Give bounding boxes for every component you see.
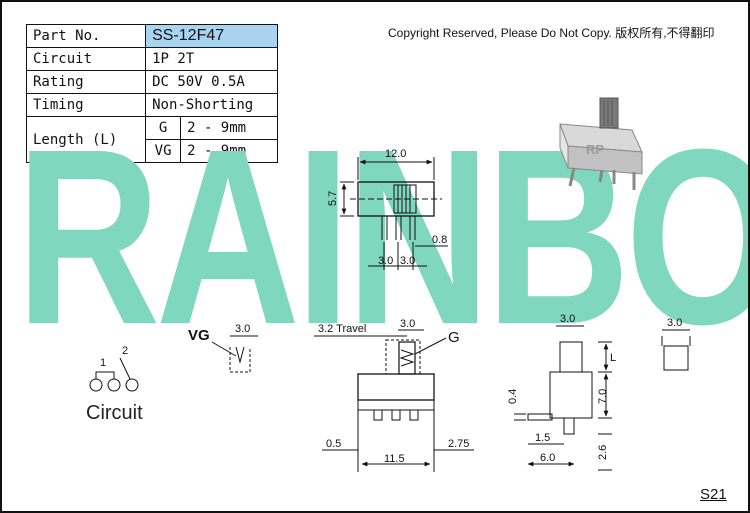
- dim-actuator-width: 3.0: [667, 317, 682, 329]
- product-3d-image: RP: [559, 97, 643, 190]
- vg-callout: VG: [188, 327, 210, 344]
- dim-front-width: 11.5: [384, 453, 405, 465]
- part-no-value: SS-12F47: [145, 24, 278, 48]
- actuator-view: 3.0: [661, 317, 691, 371]
- circuit-value: 1P 2T: [145, 47, 278, 71]
- spec-row-length-g: Length (L) G 2 - 9mm: [25, 116, 278, 163]
- side-view: 3.0 L 7.0 0.4 1.5 6.0 2.6: [507, 313, 616, 471]
- g-callout: G: [448, 329, 460, 346]
- dim-right-offset: 2.75: [448, 438, 469, 450]
- top-view: 12.0 5.7 3.0 3.0 0.8: [327, 148, 448, 270]
- dim-pitch-a: 3.0: [378, 255, 393, 267]
- dim-side-c: 2.6: [597, 445, 609, 460]
- spec-row-rating: Rating DC 50V 0.5A: [25, 70, 278, 94]
- dim-top-height: 5.7: [327, 191, 339, 206]
- circuit-diagram: 1 2: [89, 345, 139, 392]
- dim-side-thickness: 0.4: [507, 389, 519, 404]
- circuit-title: Circuit: [86, 402, 143, 424]
- spec-row-part-no: Part No. SS-12F47: [25, 24, 278, 48]
- circuit-pin-2: 2: [122, 345, 128, 357]
- spec-row-timing: Timing Non-Shorting: [25, 93, 278, 117]
- length-vg-label: VG: [145, 139, 182, 163]
- spec-row-circuit: Circuit 1P 2T: [25, 47, 278, 71]
- part-no-label: Part No.: [25, 24, 147, 48]
- dim-side-top: 3.0: [560, 313, 575, 325]
- dim-vg-width: 3.0: [235, 323, 250, 335]
- front-view: 3.2 Travel 3.0 G 11.5 0.5 2.75: [314, 318, 474, 472]
- circuit-pin-1: 1: [100, 357, 106, 369]
- dim-left-offset: 0.5: [326, 438, 341, 450]
- dim-top-width: 12.0: [385, 148, 406, 160]
- dim-side-height: 7.0: [597, 389, 609, 404]
- page-number: S21: [700, 486, 727, 503]
- dim-travel: 3.2 Travel: [318, 323, 366, 335]
- dim-side-b: 6.0: [540, 452, 555, 464]
- vg-view: 3.0 VG: [188, 323, 258, 373]
- dim-pitch-b: 3.0: [400, 255, 415, 267]
- length-g-label: G: [145, 116, 182, 140]
- dim-side-l: L: [610, 352, 616, 364]
- dim-pin-width: 0.8: [432, 234, 447, 246]
- spec-table: Part No. SS-12F47 Circuit 1P 2T Rating D…: [25, 24, 278, 163]
- length-vg-value: 2 - 9mm: [180, 139, 278, 163]
- brand-mark: RP: [586, 142, 604, 157]
- dim-side-a: 1.5: [535, 432, 550, 444]
- copyright-notice: Copyright Reserved, Please Do Not Copy. …: [388, 26, 715, 40]
- timing-value: Non-Shorting: [145, 93, 278, 117]
- circuit-label: Circuit: [25, 47, 147, 71]
- timing-label: Timing: [25, 93, 147, 117]
- length-label: Length (L): [25, 116, 147, 163]
- dim-knob-width: 3.0: [400, 318, 415, 330]
- spec-row-length-vg: VG 2 - 9mm: [27, 139, 278, 163]
